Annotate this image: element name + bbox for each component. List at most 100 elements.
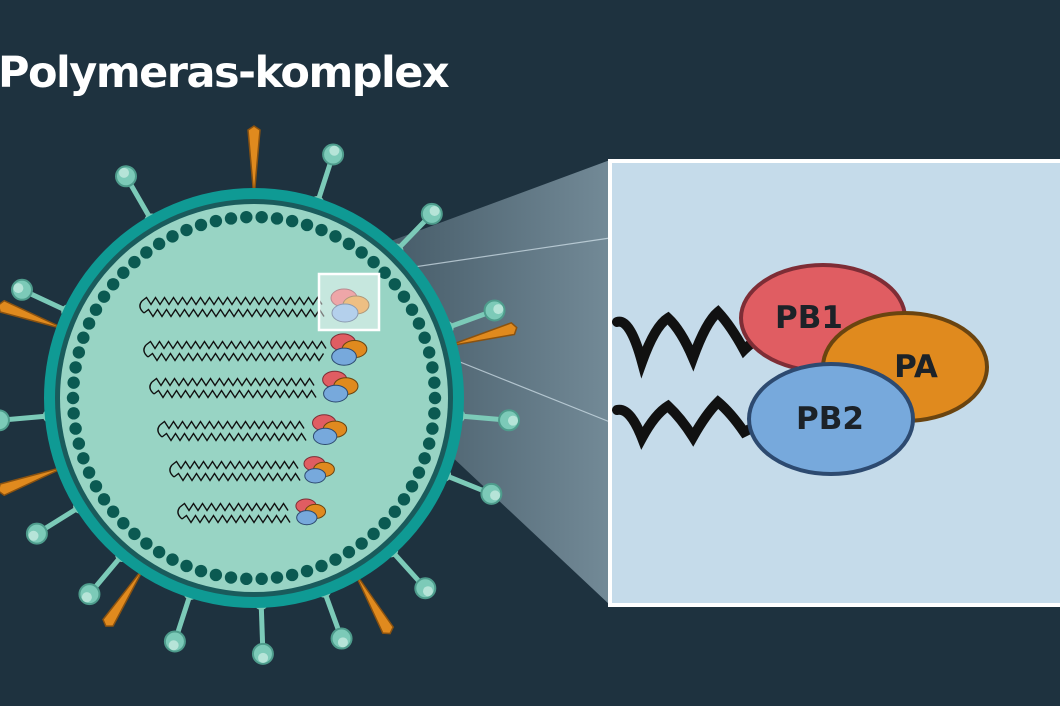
matrix-dot <box>426 422 439 435</box>
rna-strand-icon <box>143 308 325 318</box>
matrix-dot <box>367 527 380 541</box>
matrix-dot <box>422 346 436 359</box>
matrix-dot <box>69 422 82 435</box>
matrix-dot <box>82 466 96 479</box>
polymerase-complex-icon <box>303 456 335 484</box>
matrix-dot <box>240 572 253 586</box>
matrix-dot <box>152 237 166 251</box>
matrix-dot <box>355 537 368 550</box>
highlight-box <box>317 272 381 332</box>
matrix-dot <box>355 246 368 259</box>
matrix-protein-layer <box>66 210 442 586</box>
rna-segment <box>177 498 327 526</box>
pb2-label: PB2 <box>796 401 864 437</box>
matrix-dot <box>315 223 328 237</box>
matrix-dot <box>412 466 426 479</box>
polymerase-complex-icon <box>330 288 370 323</box>
rna-strand-icon <box>159 420 305 430</box>
matrix-dot <box>412 317 426 330</box>
matrix-dot <box>329 553 342 566</box>
rna-strand-icon <box>181 514 291 524</box>
na-spike-icon <box>247 125 261 199</box>
polymerase-complex-icon <box>330 333 368 366</box>
matrix-dot <box>315 559 328 573</box>
polymerase-complex-icon <box>312 414 348 445</box>
matrix-dot <box>152 545 166 559</box>
pa-label: PA <box>894 349 938 385</box>
rna-segment <box>143 333 368 366</box>
matrix-dot <box>224 571 238 584</box>
na-spike-icon <box>0 299 67 331</box>
matrix-dot <box>82 317 96 330</box>
rna-strand-icon <box>173 472 301 482</box>
pb1-label: PB1 <box>775 300 843 336</box>
matrix-dot <box>422 437 436 450</box>
matrix-dot <box>140 246 153 259</box>
matrix-dot <box>255 572 268 586</box>
matrix-dot <box>194 564 208 578</box>
matrix-dot <box>166 230 179 243</box>
matrix-dot <box>240 210 253 224</box>
matrix-dot <box>428 376 441 389</box>
rna-strand-icon <box>145 340 327 350</box>
matrix-dot <box>69 361 82 374</box>
na-spike-icon <box>102 565 146 627</box>
matrix-dot <box>426 361 439 374</box>
matrix-dot <box>97 493 111 506</box>
matrix-dot <box>300 564 314 578</box>
matrix-dot <box>180 559 193 573</box>
matrix-dot <box>77 452 90 465</box>
matrix-dot <box>72 346 86 359</box>
na-spike-icon <box>446 321 518 347</box>
na-spike-icon <box>353 570 395 635</box>
matrix-dot <box>367 255 380 269</box>
matrix-dot <box>270 571 284 584</box>
matrix-dot <box>428 407 441 420</box>
rna-segment <box>169 456 335 484</box>
matrix-dot <box>285 214 299 228</box>
rna-segment <box>139 288 370 323</box>
matrix-dot <box>128 527 141 541</box>
page-title: Polymeras-komplex <box>0 48 450 98</box>
rna-strand-icon <box>153 389 317 399</box>
rna-segments <box>139 288 370 526</box>
matrix-dot <box>209 568 223 582</box>
zoom-beam <box>380 160 610 605</box>
matrix-dot <box>67 407 80 420</box>
matrix-dot <box>418 452 431 465</box>
matrix-dot <box>97 290 111 303</box>
matrix-dot <box>140 537 153 550</box>
matrix-dot <box>397 493 411 506</box>
matrix-dot <box>106 278 120 291</box>
matrix-dot <box>329 230 342 243</box>
rna-strand-icon <box>141 296 323 306</box>
matrix-dot <box>117 266 130 279</box>
matrix-dot <box>89 303 103 316</box>
matrix-dot <box>388 505 402 518</box>
matrix-dot <box>128 255 141 269</box>
pb2-subunit <box>747 362 915 476</box>
rna-strand-icon <box>151 377 315 387</box>
rna-strand-icon <box>161 432 307 442</box>
matrix-dot <box>428 391 442 405</box>
matrix-dot <box>117 517 130 530</box>
matrix-dot <box>66 391 80 405</box>
matrix-dot <box>405 480 419 493</box>
matrix-dot <box>89 480 103 493</box>
polymerase-complex-icon <box>295 498 327 526</box>
matrix-dot <box>166 553 179 566</box>
rna-segment <box>149 370 359 403</box>
matrix-dot <box>67 376 80 389</box>
matrix-dot <box>180 223 193 237</box>
matrix-dot <box>378 517 391 530</box>
matrix-dot <box>342 545 356 559</box>
matrix-dot <box>300 218 314 232</box>
matrix-dot <box>224 212 238 225</box>
virus-interior <box>60 204 448 592</box>
matrix-dot <box>378 266 391 279</box>
rna-strand-icon <box>179 502 289 512</box>
polymerase-complex-icon <box>322 370 359 403</box>
matrix-dot <box>397 290 411 303</box>
matrix-dot <box>77 331 90 344</box>
rna-strand-lower-icon <box>612 395 765 450</box>
